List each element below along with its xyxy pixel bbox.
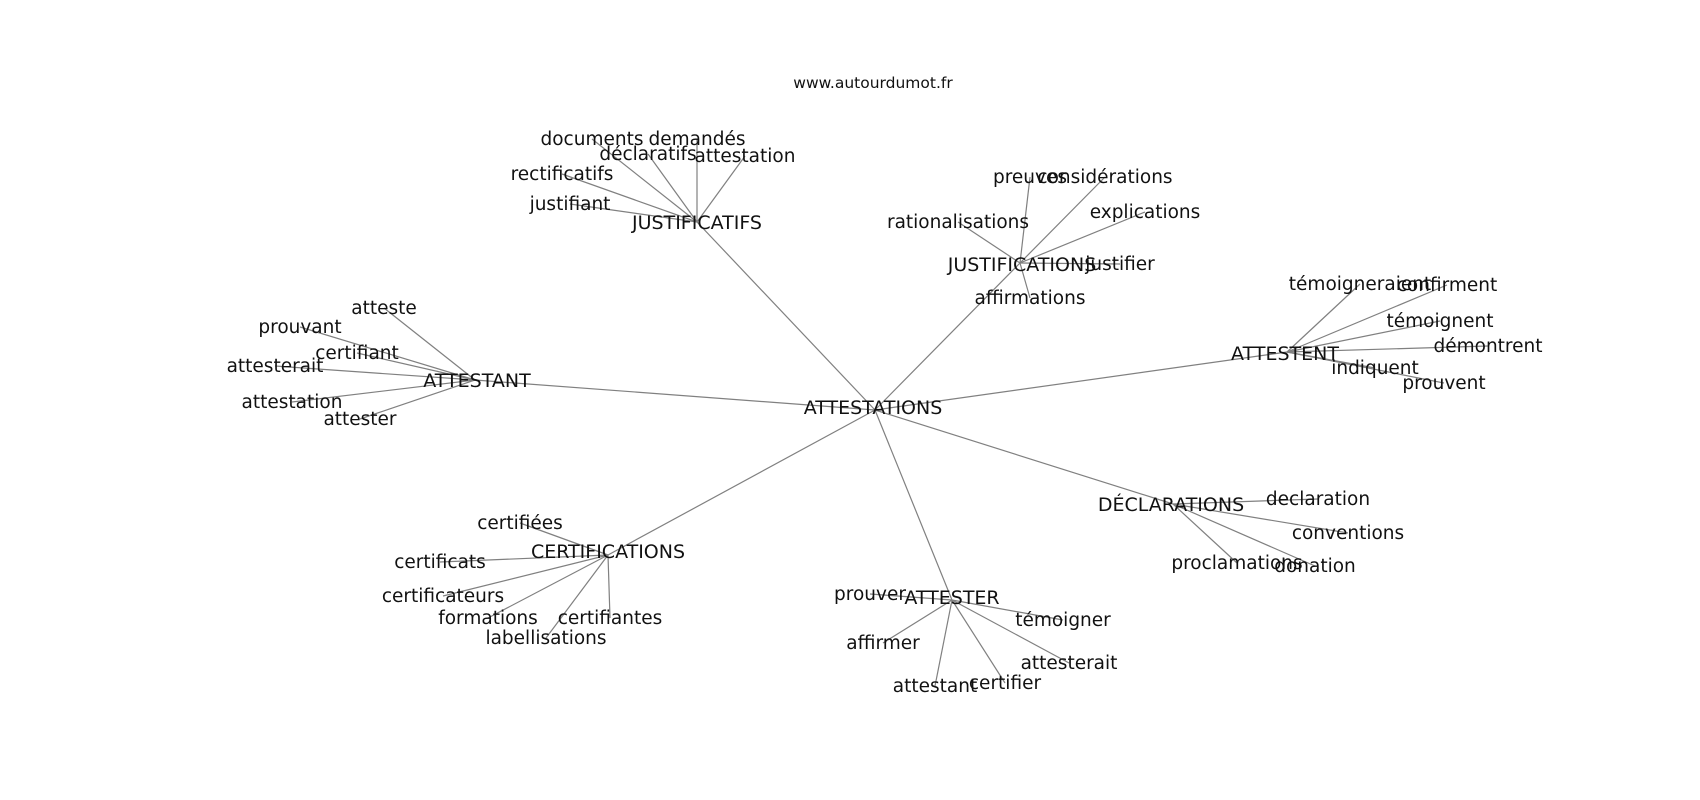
node-hub-attestant: ATTESTANT <box>423 370 531 392</box>
edge-attestent-leaf <box>1286 283 1361 353</box>
edge-justificatifs-leaf <box>696 155 746 223</box>
node-center-attestations: ATTESTATIONS <box>804 397 943 419</box>
node-leaf-attestent: indiquent <box>1331 358 1419 379</box>
node-leaf-certifications: certificateurs <box>382 586 504 607</box>
node-leaf-attestent: démontrent <box>1433 336 1542 357</box>
edge-attester-leaf <box>951 599 1006 684</box>
edge-center-attestant <box>474 379 876 411</box>
node-leaf-declarations: donation <box>1274 556 1356 577</box>
edge-justifications-leaf <box>1019 176 1031 264</box>
edge-justificatifs-leaf <box>569 203 698 223</box>
node-leaf-justificatifs: demandés <box>649 129 746 150</box>
node-leaf-justificatifs: attestation <box>695 146 796 167</box>
edge-certifications-leaf <box>545 554 609 639</box>
node-leaf-certifications: certifiantes <box>558 608 663 629</box>
node-leaf-attestant: prouvant <box>258 317 341 338</box>
edge-certifications-leaf <box>607 554 611 619</box>
edge-declarations-leaf <box>1172 498 1319 505</box>
node-leaf-attester: témoigner <box>1015 610 1111 631</box>
edge-justifications-leaf <box>1019 262 1121 265</box>
edge-attestent-leaf <box>1286 345 1489 353</box>
node-leaf-justifications: affirmations <box>975 288 1086 309</box>
node-leaf-justificatifs: rectificatifs <box>511 164 614 185</box>
edge-attestant-leaf <box>291 379 476 403</box>
edge-center-certifications <box>607 409 876 556</box>
node-leaf-certifications: labellisations <box>485 628 606 649</box>
edge-justificatifs-leaf <box>561 173 698 223</box>
edge-justificatifs-leaf <box>647 153 698 223</box>
edge-declarations-leaf <box>1172 503 1349 534</box>
edge-attester-leaf <box>882 599 953 644</box>
node-leaf-attestent: témoignent <box>1387 311 1494 332</box>
node-leaf-attester: prouver <box>834 584 906 605</box>
node-hub-declarations: DÉCLARATIONS <box>1098 493 1244 516</box>
node-leaf-attestent: confirment <box>1397 275 1498 296</box>
node-leaf-attester: attestant <box>893 676 977 697</box>
edge-center-attester <box>874 409 953 601</box>
edge-center-attestent <box>874 351 1288 411</box>
node-leaf-justificatifs: déclaratifs <box>599 144 696 165</box>
edge-attestant-leaf <box>299 326 476 381</box>
edge-center-justificatifs <box>696 221 876 411</box>
edge-certifications-leaf <box>439 554 609 563</box>
edge-attestent-leaf <box>1286 351 1445 384</box>
source-website-label: www.autourdumot.fr <box>793 74 953 92</box>
edge-attestent-leaf <box>1286 320 1441 353</box>
node-leaf-attester: certifier <box>969 673 1042 694</box>
graph-edges <box>274 138 1489 687</box>
node-leaf-attestant: certifiant <box>315 343 399 364</box>
node-leaf-attestant: atteste <box>351 298 417 319</box>
edge-attestant-leaf <box>356 352 476 381</box>
edge-justifications-leaf <box>1019 176 1106 264</box>
node-hub-justificatifs: JUSTIFICATIFS <box>631 212 762 234</box>
node-hub-attestent: ATTESTENT <box>1231 343 1339 365</box>
edge-attester-leaf <box>951 599 1064 621</box>
node-leaf-attestant: attester <box>323 409 396 430</box>
node-leaf-justificatifs: documents <box>541 129 644 150</box>
node-leaf-attestant: attesterait <box>227 356 324 377</box>
node-leaf-declarations: conventions <box>1292 523 1404 544</box>
node-leaf-justifications: considérations <box>1037 167 1172 188</box>
edge-center-justifications <box>874 262 1021 411</box>
node-leaf-attester: affirmer <box>846 633 920 654</box>
edge-center-declarations <box>874 409 1174 505</box>
node-leaf-justifications: justifier <box>1084 254 1155 275</box>
node-hub-justifications: JUSTIFICATIONS <box>947 254 1097 276</box>
edge-certifications-leaf <box>519 522 609 556</box>
node-leaf-justifications: rationalisations <box>887 212 1029 233</box>
edge-declarations-leaf <box>1172 503 1238 564</box>
node-leaf-attester: attesterait <box>1021 653 1118 674</box>
node-leaf-attestent: prouvent <box>1402 373 1485 394</box>
edge-attestent-leaf <box>1286 284 1448 353</box>
edge-attester-leaf <box>869 593 953 601</box>
node-leaf-declarations: proclamations <box>1171 553 1302 574</box>
edge-attester-leaf <box>934 599 953 687</box>
edge-justifications-leaf <box>1019 262 1031 299</box>
graph-labels: ATTESTATIONS JUSTIFICATIFS demandésdocumen… <box>227 129 1543 697</box>
node-leaf-justificatifs: justifiant <box>529 194 611 215</box>
node-leaf-declarations: declaration <box>1266 489 1370 510</box>
edge-attester-leaf <box>951 599 1070 664</box>
node-hub-attester: ATTESTER <box>904 587 999 609</box>
edge-declarations-leaf <box>1172 503 1316 567</box>
node-leaf-certifications: certificats <box>394 552 486 573</box>
node-hub-certifications: CERTIFICATIONS <box>531 541 685 563</box>
edge-certifications-leaf <box>442 554 609 597</box>
edge-attestant-leaf <box>383 307 476 381</box>
edge-justifications-leaf <box>957 221 1021 264</box>
node-leaf-certifications: certifiées <box>477 513 563 534</box>
node-leaf-certifications: formations <box>438 608 538 629</box>
edge-justificatifs-leaf <box>591 138 698 223</box>
node-leaf-justifications: preuves <box>993 167 1067 188</box>
edge-attestant-leaf <box>359 379 476 420</box>
node-leaf-attestent: témoigneraient <box>1289 274 1431 295</box>
edge-attestant-leaf <box>274 365 476 381</box>
node-leaf-attestant: attestation <box>242 392 343 413</box>
edge-justifications-leaf <box>1019 211 1146 264</box>
edge-certifications-leaf <box>487 554 609 619</box>
node-leaf-justifications: explications <box>1090 202 1201 223</box>
